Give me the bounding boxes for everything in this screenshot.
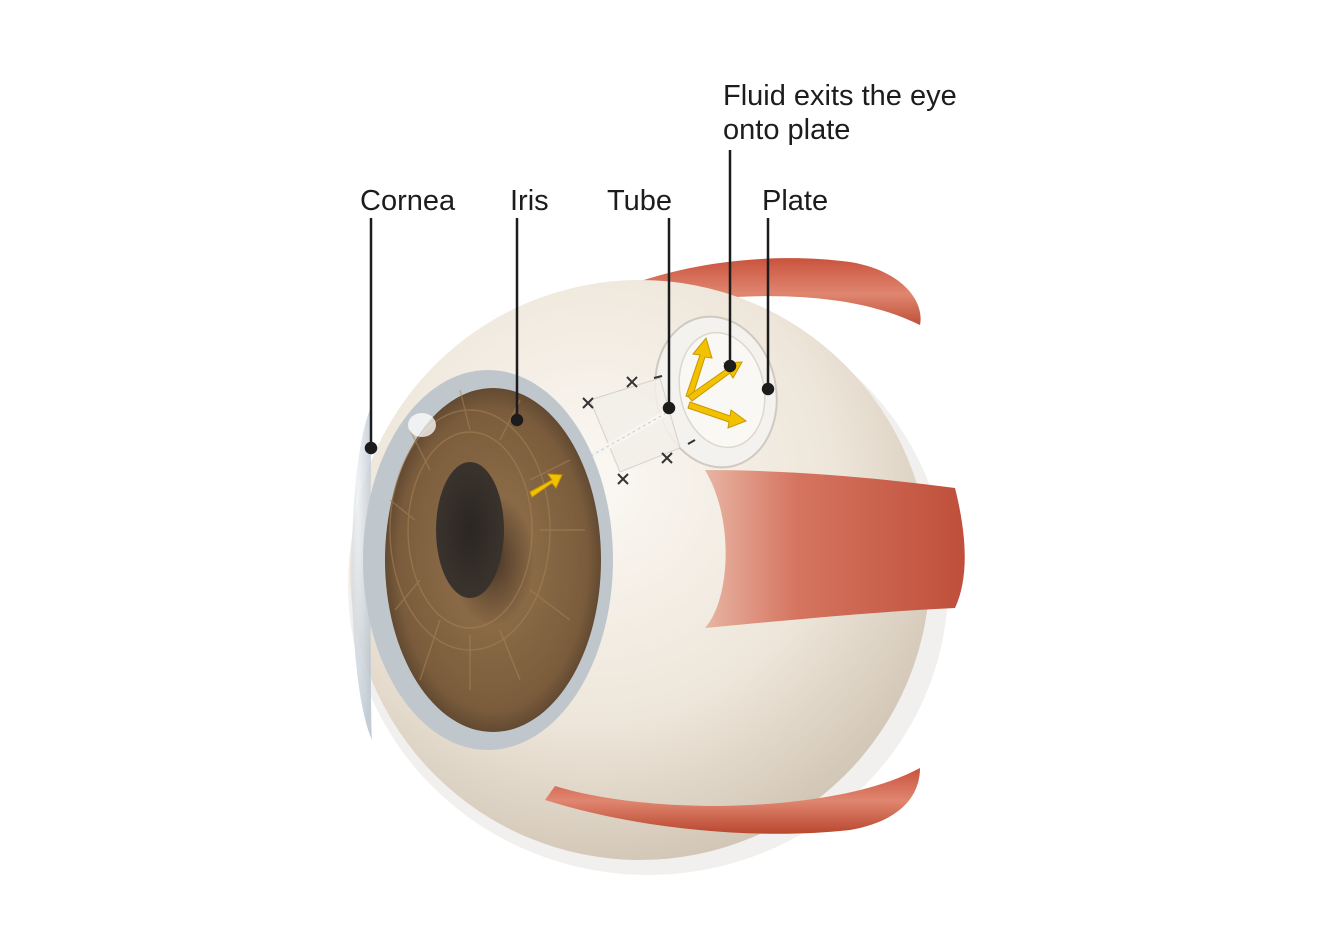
label-iris: Iris (510, 184, 549, 218)
label-fluid-exits: Fluid exits the eye onto plate (723, 79, 993, 147)
label-plate: Plate (762, 184, 828, 218)
lateral-muscle (705, 470, 965, 628)
cornea-highlight (408, 413, 436, 437)
label-cornea: Cornea (360, 184, 455, 218)
label-tube: Tube (607, 184, 672, 218)
pupil (436, 462, 504, 598)
